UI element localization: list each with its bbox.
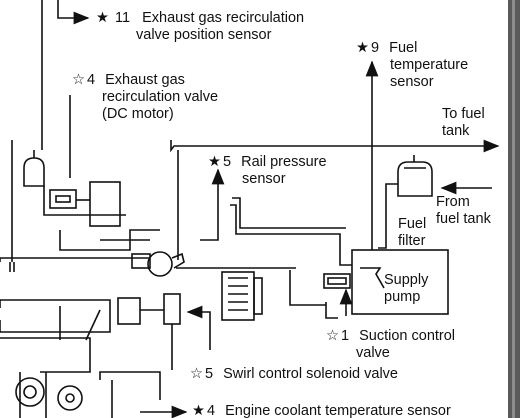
suction-control-valve-label: ☆1 Suction control valve bbox=[326, 328, 456, 361]
to-fuel-tank-label: To fuel tank bbox=[442, 106, 485, 139]
egr-leader bbox=[57, 0, 90, 25]
swirl-valve-body bbox=[117, 297, 141, 325]
intercooler bbox=[221, 271, 255, 321]
egr-valve-label: ☆4 Exhaust gas recirculation valve (DC m… bbox=[72, 72, 219, 122]
common-rail bbox=[0, 257, 150, 262]
swirl-control-valve-label: ☆5 Swirl control solenoid valve bbox=[190, 366, 398, 382]
rail-sensor-leader bbox=[200, 186, 219, 241]
rail-pressure-sensor-label: ★5 Rail pressure sensor bbox=[208, 154, 327, 187]
engine-block bbox=[0, 299, 111, 333]
from-fuel-tank-label: From fuel tank bbox=[436, 194, 491, 227]
fuel-filter-body bbox=[397, 161, 433, 197]
rail-pressure-sensor-body bbox=[147, 251, 173, 277]
supply-pump-label: Supply pump bbox=[384, 272, 429, 305]
egr-position-sensor-label: ★ 11 Exhaust gas recirculation valve pos… bbox=[96, 10, 305, 43]
egr-valve-box bbox=[49, 189, 77, 209]
fuel-filter-label: Fuel filter bbox=[398, 216, 427, 249]
egr-housing bbox=[89, 181, 121, 227]
coolant-temp-sensor-label: ★4 Engine coolant temperature sensor bbox=[192, 403, 451, 418]
frame-strip bbox=[508, 0, 520, 418]
return-pipe bbox=[170, 139, 500, 153]
fuel-temp-sensor-label: ★9 Fuel temperature sensor bbox=[356, 40, 469, 90]
swirl-leader bbox=[186, 305, 211, 350]
egr-sensor-body bbox=[23, 157, 45, 187]
suction-valve-box bbox=[323, 273, 351, 289]
supply-pump-body bbox=[351, 249, 449, 315]
